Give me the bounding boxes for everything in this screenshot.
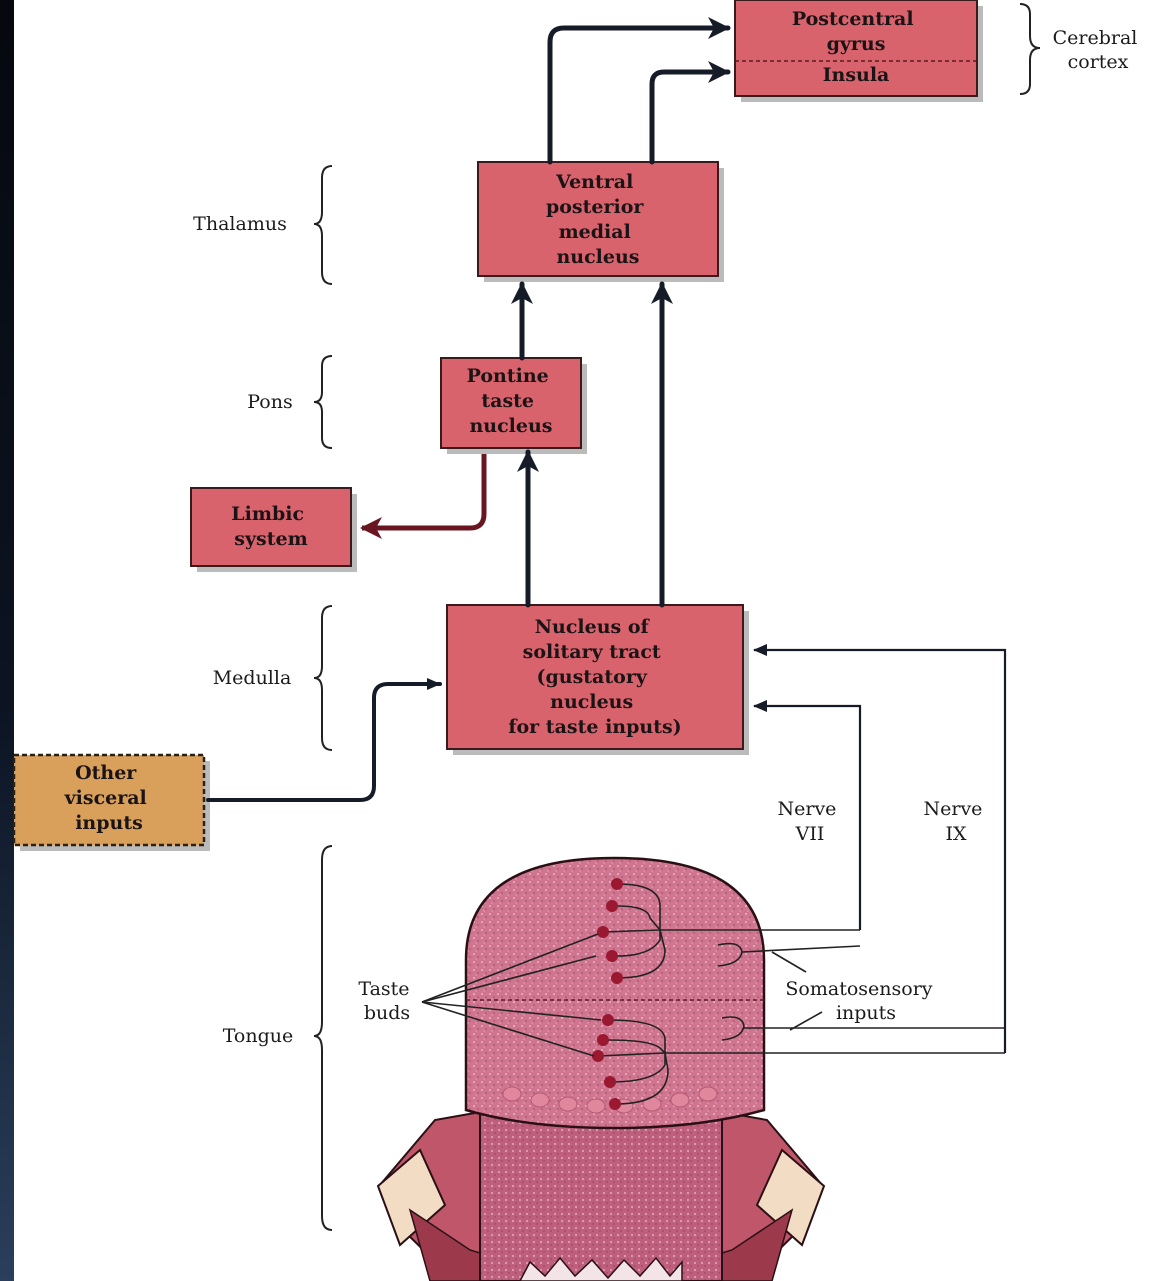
taste-buds-label: Taste buds <box>358 978 415 1024</box>
tongue-brace-icon <box>313 845 333 1231</box>
cortex-box: Postcentral gyrus Insula <box>734 0 983 102</box>
medulla-brace-icon <box>313 605 333 751</box>
insula-label: Insula <box>823 64 890 86</box>
svg-text:Ventral posterior: Ventral posterior medial nucleus <box>546 171 650 268</box>
thalamus-label: Thalamus <box>193 213 287 235</box>
pathway-arrows <box>206 17 731 802</box>
pontine-box: Pontine taste nucleus <box>440 357 587 454</box>
visceral-inputs-box: Other visceral inputs <box>12 753 210 851</box>
tongue-label: Tongue <box>223 1025 294 1047</box>
left-edge-band <box>0 0 14 1281</box>
somatosensory-pointers <box>771 951 823 1031</box>
cerebral-cortex-label: Cerebral cortex <box>1053 27 1144 73</box>
svg-text:Limbic system: Limbic system <box>231 503 310 550</box>
thalamus-brace-icon <box>313 165 333 285</box>
medulla-label: Medulla <box>213 667 292 689</box>
svg-text:Other visceral inp: Other visceral inputs <box>64 762 154 834</box>
svg-text:Nucleus of solitary trac: Nucleus of solitary tract (gustatory nuc… <box>508 616 681 738</box>
somatosensory-inputs-label: Somatosensory inputs <box>785 978 938 1024</box>
nerve-ix-label: Nerve IX <box>924 798 989 845</box>
limbic-box: Limbic system <box>190 487 357 572</box>
postcentral-gyrus-label: Postcentral gyrus <box>792 8 920 55</box>
svg-text:Pontine taste nucl: Pontine taste nucleus <box>467 365 556 437</box>
taste-bud-icons <box>592 878 623 1110</box>
cortex-brace-icon <box>1019 3 1041 95</box>
cranial-nerve-paths <box>753 644 1007 1053</box>
pons-brace-icon <box>313 355 333 449</box>
taste-buds-pointers <box>421 933 602 1057</box>
vpm-box: Ventral posterior medial nucleus <box>477 161 724 282</box>
limbic-arrow <box>360 454 487 539</box>
taste-bud-fibers <box>597 883 1005 1105</box>
tongue-illustration <box>376 856 826 1281</box>
solitary-nucleus-box: Nucleus of solitary tract (gustatory nuc… <box>446 604 749 755</box>
pons-label: Pons <box>247 391 292 413</box>
nerve-vii-label: Nerve VII <box>778 798 843 845</box>
